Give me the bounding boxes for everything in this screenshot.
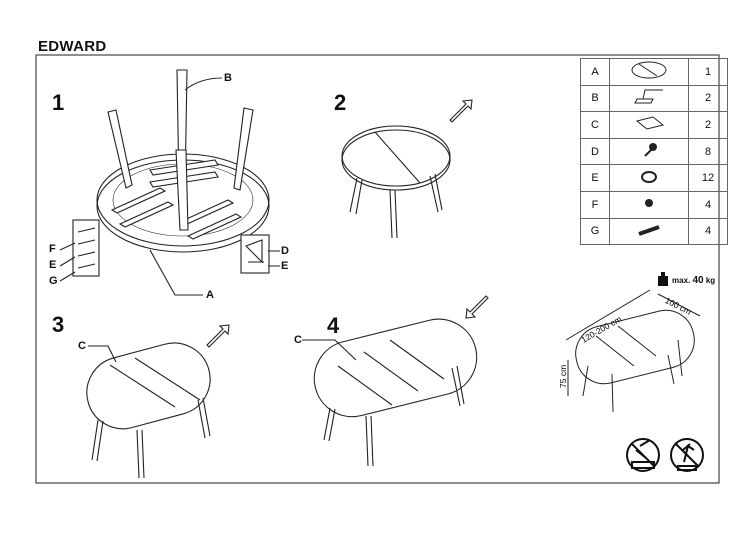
slide-mechanism-icon xyxy=(609,84,689,113)
step1-underside-drawing xyxy=(59,69,280,296)
step-number-3: 3 xyxy=(52,312,65,337)
parts-table: A 1 B 2 C 2 D 8 E 12 F 4 G 4 xyxy=(580,58,728,246)
part-letter: A xyxy=(580,58,610,86)
callout-g: G xyxy=(49,275,58,287)
step-number-4: 4 xyxy=(327,313,340,338)
part-letter: F xyxy=(580,190,610,219)
part-qty: 4 xyxy=(688,217,728,246)
callout-b: B xyxy=(224,72,232,84)
step2-tabletop-drawing xyxy=(341,99,473,239)
part-letter: D xyxy=(580,137,610,166)
callout-e-left: E xyxy=(49,259,57,271)
callout-c-step3: C xyxy=(78,340,86,352)
part-letter: B xyxy=(580,84,610,113)
part-letter: G xyxy=(580,217,610,246)
nut-icon xyxy=(609,190,689,219)
part-qty: 4 xyxy=(688,190,728,219)
callout-e-right: E xyxy=(281,260,289,272)
callout-a: A xyxy=(206,289,214,301)
diagram-frame xyxy=(35,54,720,484)
part-qty: 8 xyxy=(688,137,728,166)
step3-extended-drawing xyxy=(86,324,230,479)
part-qty: 2 xyxy=(688,84,728,113)
max-load-label: max. 40 kg xyxy=(672,275,716,286)
parts-row-d: D 8 xyxy=(580,137,728,166)
tabletop-icon xyxy=(609,58,689,86)
step-number-2: 2 xyxy=(334,90,347,115)
part-qty: 2 xyxy=(688,111,728,139)
screw-icon xyxy=(609,137,689,166)
parts-row-c: C 2 xyxy=(580,111,728,139)
part-letter: C xyxy=(580,111,610,139)
part-qty: 12 xyxy=(688,164,728,192)
no-lifting-icon xyxy=(670,438,704,472)
extension-leaf-icon xyxy=(609,111,689,139)
parts-row-g: G 4 xyxy=(580,217,728,246)
weight-icon xyxy=(658,272,668,286)
part-qty: 1 xyxy=(688,58,728,86)
dimensions-drawing xyxy=(565,279,701,413)
parts-row-e: E 12 xyxy=(580,164,728,192)
step4-full-extended-drawing xyxy=(302,295,489,467)
parts-row-b: B 2 xyxy=(580,84,728,113)
part-letter: E xyxy=(580,164,610,192)
two-person-assembly-icon xyxy=(626,438,660,472)
product-title: EDWARD xyxy=(38,38,107,55)
parts-row-a: A 1 xyxy=(580,58,728,86)
callout-f: F xyxy=(49,243,56,255)
callout-c-step4: C xyxy=(294,334,302,346)
bolt-icon xyxy=(609,217,689,246)
parts-row-f: F 4 xyxy=(580,190,728,219)
height-dimension: 75 cm xyxy=(558,365,568,388)
washer-icon xyxy=(609,164,689,192)
step-number-1: 1 xyxy=(52,90,65,115)
callout-d: D xyxy=(281,245,289,257)
